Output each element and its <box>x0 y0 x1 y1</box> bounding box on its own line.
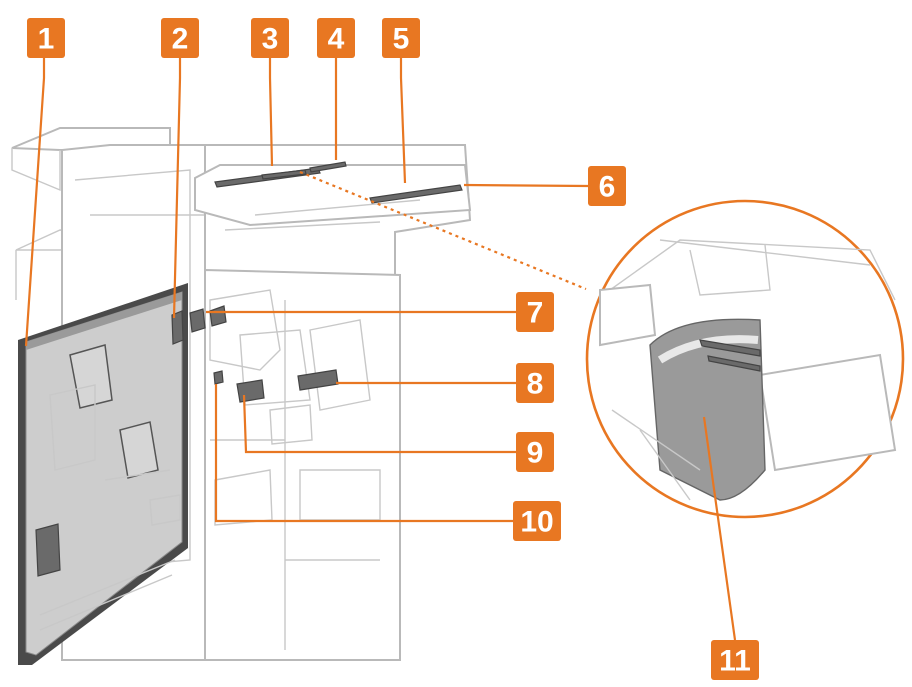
callout-2-label: 2 <box>172 23 189 56</box>
callout-7-label: 7 <box>527 297 544 330</box>
detail-magnifier <box>587 201 903 517</box>
callout-8-label: 8 <box>527 368 544 401</box>
callout-2: 2 <box>161 18 199 58</box>
callout-5: 5 <box>382 18 420 58</box>
leader-6 <box>464 185 588 186</box>
callout-6-label: 6 <box>599 171 616 204</box>
callout-10-label: 10 <box>520 506 553 539</box>
callout-9-label: 9 <box>527 437 544 470</box>
callout-1-label: 1 <box>38 23 55 56</box>
callout-1: 1 <box>27 18 65 58</box>
machine-illustration <box>12 128 470 665</box>
callout-8: 8 <box>516 363 554 403</box>
callout-11-label: 11 <box>719 645 751 678</box>
callout-3: 3 <box>251 18 289 58</box>
callout-5-label: 5 <box>393 23 410 56</box>
callout-4: 4 <box>317 18 355 58</box>
leader-1 <box>26 58 44 346</box>
callout-3-label: 3 <box>262 23 279 56</box>
callout-9: 9 <box>516 432 554 472</box>
callout-4-label: 4 <box>328 23 345 56</box>
callout-6: 6 <box>588 166 626 206</box>
callout-11: 11 <box>711 640 759 680</box>
callout-10: 10 <box>513 501 561 541</box>
callout-7: 7 <box>516 292 554 332</box>
